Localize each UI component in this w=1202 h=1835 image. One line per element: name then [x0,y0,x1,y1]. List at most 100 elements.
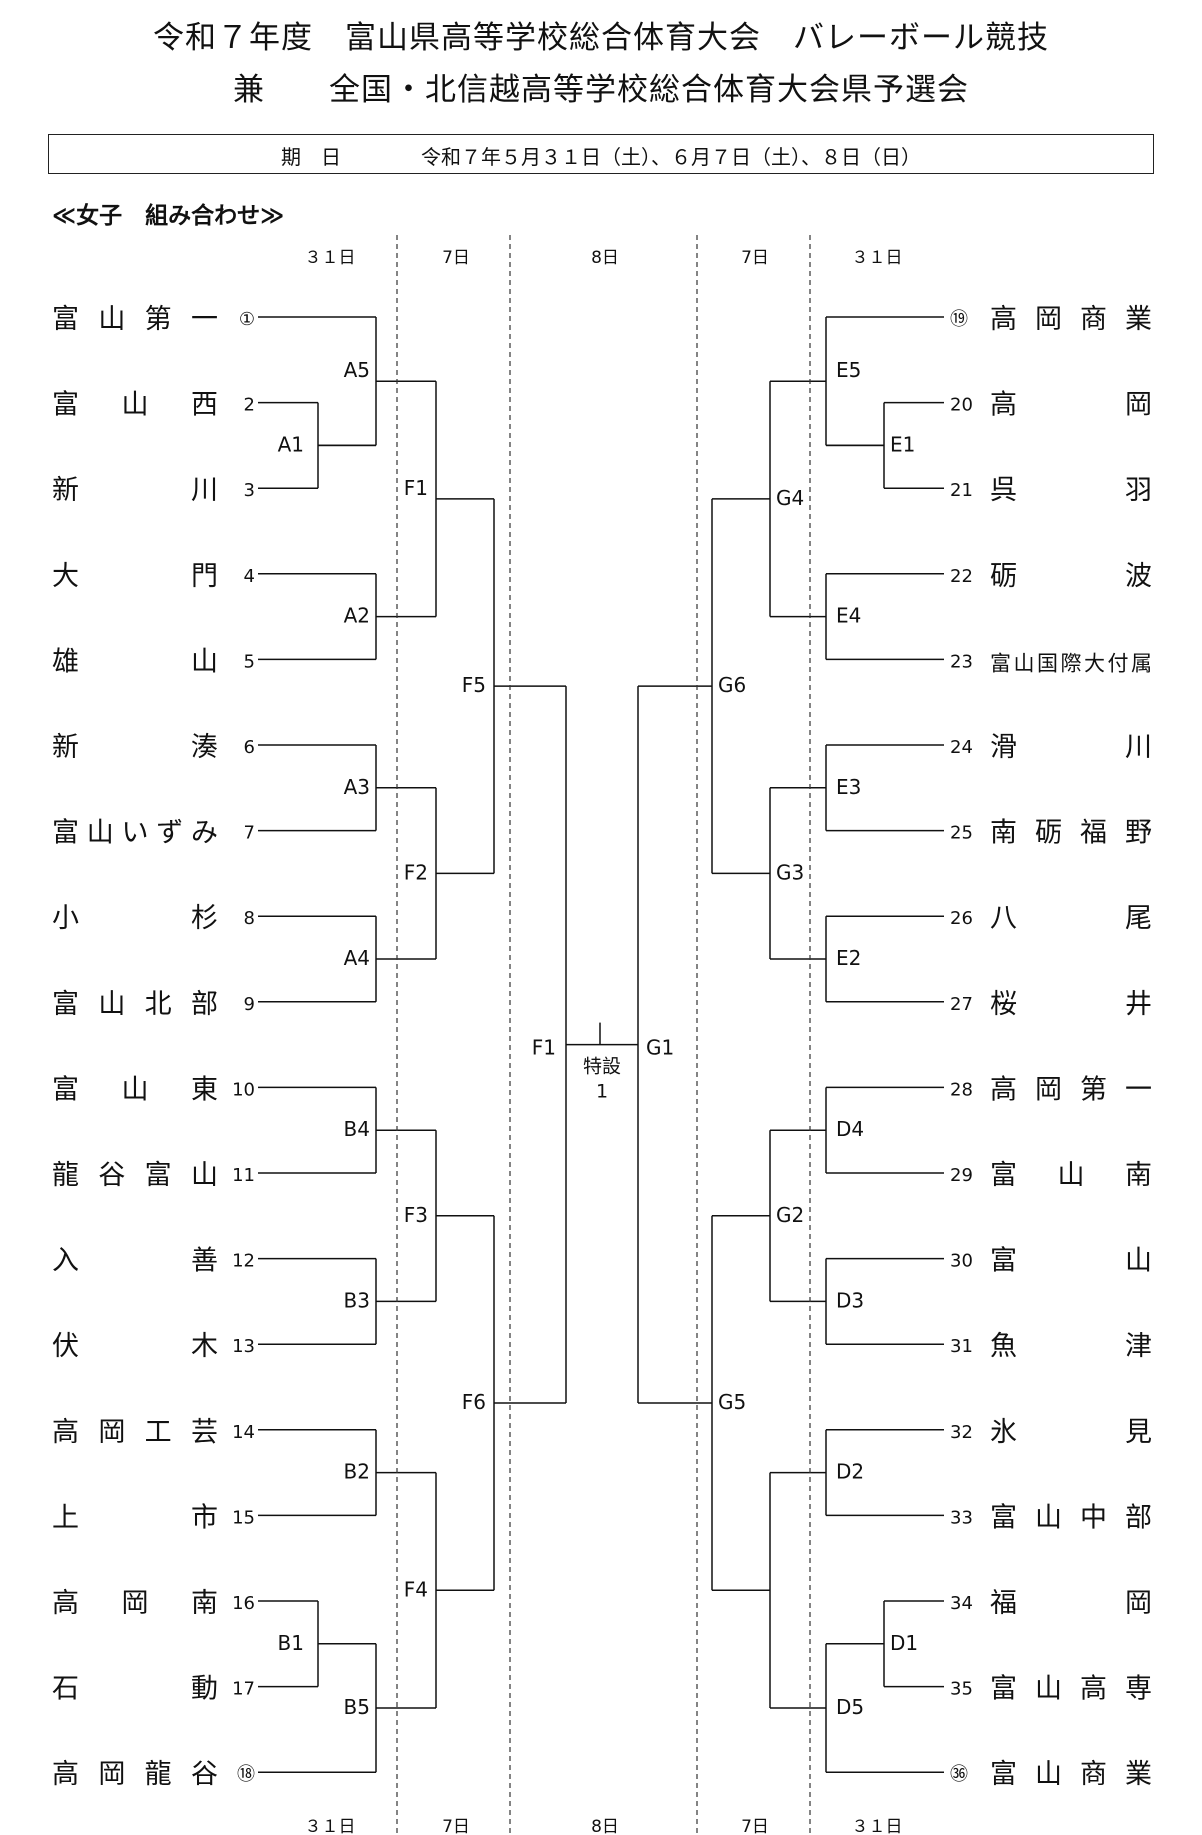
match-label-B1: B1 [278,1631,304,1655]
match-label-B5: B5 [344,1695,370,1719]
right-team-number: 31 [950,1336,973,1357]
match-label-G6: G6 [718,673,746,697]
right-team-number: 25 [950,823,973,844]
right-team-name: 桜井 [990,989,1152,1020]
right-team-number: 24 [950,737,973,758]
left-team-number: 15 [232,1507,255,1528]
match-label-D1: D1 [890,1631,918,1655]
match-label-A2: A2 [344,604,370,628]
day-header: ３１日 [852,248,903,268]
left-team-number: 11 [232,1165,255,1186]
bracket-lines [258,316,944,1773]
day-header: 7日 [442,248,470,268]
left-team-name: 雄山 [52,646,218,677]
left-team-number: 13 [232,1336,255,1357]
match-label-E5: E5 [836,358,861,382]
match-label-E1: E1 [890,432,915,456]
day-header: 7日 [442,1817,470,1835]
match-label-A1: A1 [278,432,304,456]
right-team-number: 34 [950,1593,973,1614]
match-label-B3: B3 [344,1288,370,1312]
venue-label-1: 特設 [583,1056,621,1078]
right-team-number: 22 [950,566,973,587]
match-label-F5: F5 [462,673,486,697]
left-team-name: 上市 [52,1502,218,1533]
right-team-name: 高岡第一 [990,1074,1152,1105]
right-team-number: 28 [950,1079,973,1100]
right-team-number: 32 [950,1422,973,1443]
match-label-D2: D2 [836,1460,864,1484]
right-team-name: 滑川 [990,732,1152,763]
right-team-number: 33 [950,1507,973,1528]
match-label-E4: E4 [836,604,861,628]
left-team-number: 14 [232,1422,255,1443]
right-team-name: 富山高専 [990,1674,1152,1705]
left-team-name: 大門 [52,561,218,592]
left-team-name: 龍谷富山 [52,1160,218,1191]
day-header: 8日 [591,248,619,268]
match-label-G4: G4 [776,486,804,510]
match-label-E3: E3 [836,775,861,799]
match-label-F6: F6 [462,1390,486,1414]
match-label-A3: A3 [344,775,370,799]
left-team-number: 5 [244,651,255,672]
match-label-G5: G5 [718,1390,746,1414]
right-team-number: 27 [950,994,973,1015]
right-team-number: 26 [950,908,973,929]
day-header: 7日 [741,1817,769,1835]
right-team-name: 富山 [990,1246,1152,1277]
date-box: 期 日 令和７年５月３１日（土）、６月７日（土）、８日（日） [48,134,1154,174]
match-label-F1a: F1 [404,476,428,500]
right-team-name: 高岡 [990,390,1152,421]
day-separators [396,235,811,1835]
left-team-name: 富山北部 [52,989,218,1020]
left-team-number: 4 [244,566,255,587]
right-team-name: 魚津 [990,1331,1152,1362]
right-team-name: 呉羽 [990,475,1152,506]
day-header: 8日 [591,1817,619,1835]
section-title: ≪女子 組み合わせ≫ [52,203,285,229]
left-team-number: 2 [244,395,255,416]
title-line-1: 令和７年度 富山県高等学校総合体育大会 バレーボール競技 [153,20,1049,56]
day-header: 7日 [741,248,769,268]
match-label-F2: F2 [404,860,428,884]
right-team-name: 福岡 [990,1588,1152,1619]
left-team-number: ① [239,309,255,330]
right-team-number: 29 [950,1165,973,1186]
day-header: ３１日 [305,248,356,268]
left-team-name: 石動 [52,1674,218,1705]
match-label-F4: F4 [404,1577,428,1601]
right-team-name: 砺波 [990,561,1152,592]
right-team-number: 20 [950,395,973,416]
match-label-F1b: F1 [532,1036,556,1060]
left-team-name: 富山いずみ [52,818,218,849]
title-line-2: 兼 全国・北信越高等学校総合体育大会県予選会 [233,72,969,108]
left-team-name: 高岡南 [52,1588,218,1619]
match-label-G1b: G1 [646,1036,674,1060]
right-team-name: 富山南 [990,1160,1152,1191]
left-team-name: 小杉 [52,903,218,934]
left-team-number: ⑱ [237,1764,255,1785]
date-value: 令和７年５月３１日（土）、６月７日（土）、８日（日） [421,145,921,169]
match-label-A5: A5 [344,358,370,382]
right-team-name: 南砺福野 [990,818,1152,849]
match-label-E2: E2 [836,946,861,970]
match-label-G3: G3 [776,860,804,884]
date-text: 期 日 令和７年５月３１日（土）、６月７日（土）、８日（日） [49,141,1153,170]
venue-label-2: 1 [596,1081,608,1103]
day-header: ３１日 [852,1817,903,1835]
right-team-name: 富山中部 [990,1502,1152,1533]
right-team-name: 富山国際大付属 [990,651,1152,675]
left-team-number: 8 [244,908,255,929]
left-team-number: 7 [244,823,255,844]
match-label-D4: D4 [836,1117,864,1141]
right-team-number: ㊱ [950,1764,968,1785]
match-label-D3: D3 [836,1288,864,1312]
right-team-number: 35 [950,1679,973,1700]
left-team-name: 富山西 [52,390,218,421]
left-team-number: 3 [244,480,255,501]
left-team-number: 6 [244,737,255,758]
match-label-A4: A4 [344,946,370,970]
match-label-B4: B4 [344,1117,370,1141]
left-team-number: 9 [244,994,255,1015]
